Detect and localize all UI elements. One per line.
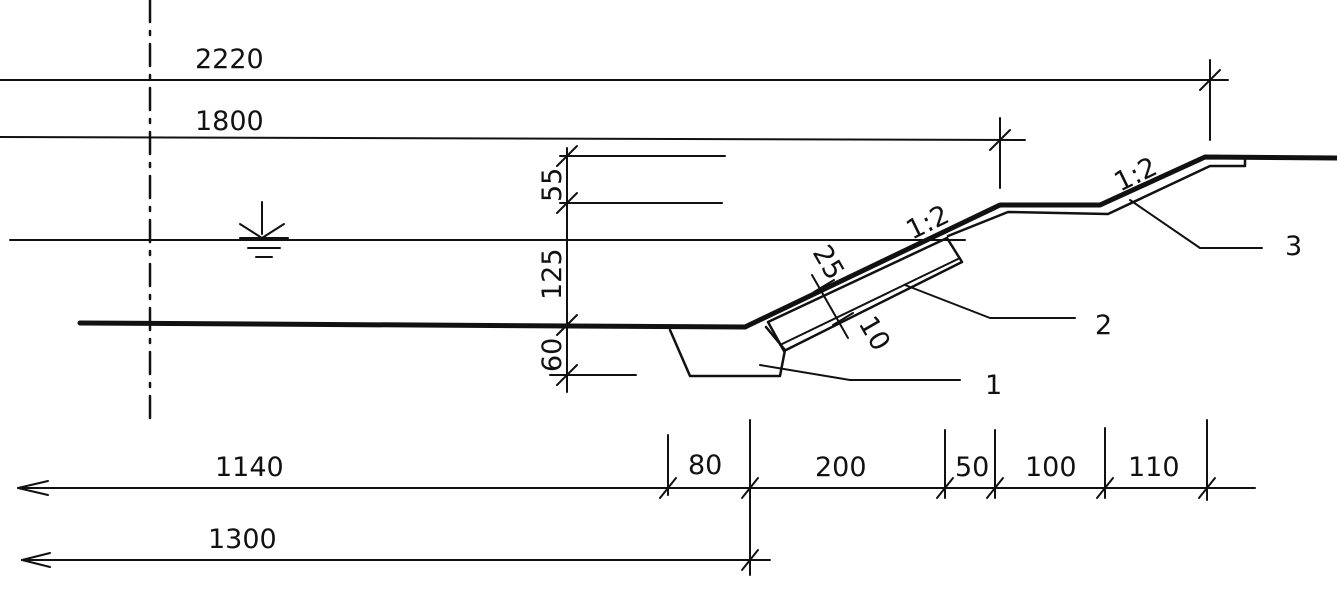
vertical-tick-2 <box>556 192 578 214</box>
arrow-left-icon <box>17 480 49 496</box>
filter-layer <box>779 257 961 346</box>
dim-tick-2220 <box>1199 69 1221 91</box>
bank-surface <box>742 154 1337 330</box>
callout-1: 1 <box>985 370 1002 401</box>
dim-label-55: 55 <box>537 168 568 202</box>
dim-label-100: 100 <box>1025 452 1077 483</box>
dim-label-10: 10 <box>852 311 896 356</box>
bank-lining-3 <box>946 158 1247 238</box>
bottom-tick-6 <box>1198 477 1216 499</box>
callout-3: 3 <box>1285 231 1302 262</box>
bottom-tick-4 <box>986 477 1004 499</box>
dim-label-1800: 1800 <box>195 106 264 137</box>
dim-label-80: 80 <box>688 450 722 481</box>
dim-line-1800 <box>0 136 1026 141</box>
vertical-tick-1 <box>556 145 578 167</box>
leader-2 <box>904 284 1076 319</box>
dim-label-1300: 1300 <box>208 524 277 555</box>
revetment-slab <box>766 236 964 353</box>
vertical-tick-4 <box>556 364 578 386</box>
toe-trench <box>668 325 787 378</box>
water-level-icon <box>239 201 289 258</box>
channel-bed-line <box>77 320 748 330</box>
dim-label-1140: 1140 <box>215 452 284 483</box>
leader-1 <box>759 364 961 381</box>
dim-label-110: 110 <box>1128 452 1180 483</box>
dim-label-50: 50 <box>955 452 989 483</box>
bottom-tick-7 <box>741 549 759 571</box>
bottom-tick-3 <box>936 477 954 499</box>
thickness-tick-10 <box>832 312 854 326</box>
leader-3 <box>1129 199 1263 249</box>
bottom-tick-2 <box>741 477 759 499</box>
thickness-tick-25a <box>813 279 835 293</box>
dim-label-2220: 2220 <box>195 44 264 75</box>
callout-2: 2 <box>1095 310 1112 341</box>
dim-label-125: 125 <box>537 248 568 300</box>
bottom-tick-5 <box>1096 477 1114 499</box>
thickness-line-25 <box>811 274 849 339</box>
bottom-tick-1 <box>659 477 677 499</box>
arrow-left-icon-2 <box>21 552 51 568</box>
dim-tick-1800 <box>989 129 1011 151</box>
dim-label-60: 60 <box>537 338 568 372</box>
dim-label-200: 200 <box>815 452 867 483</box>
